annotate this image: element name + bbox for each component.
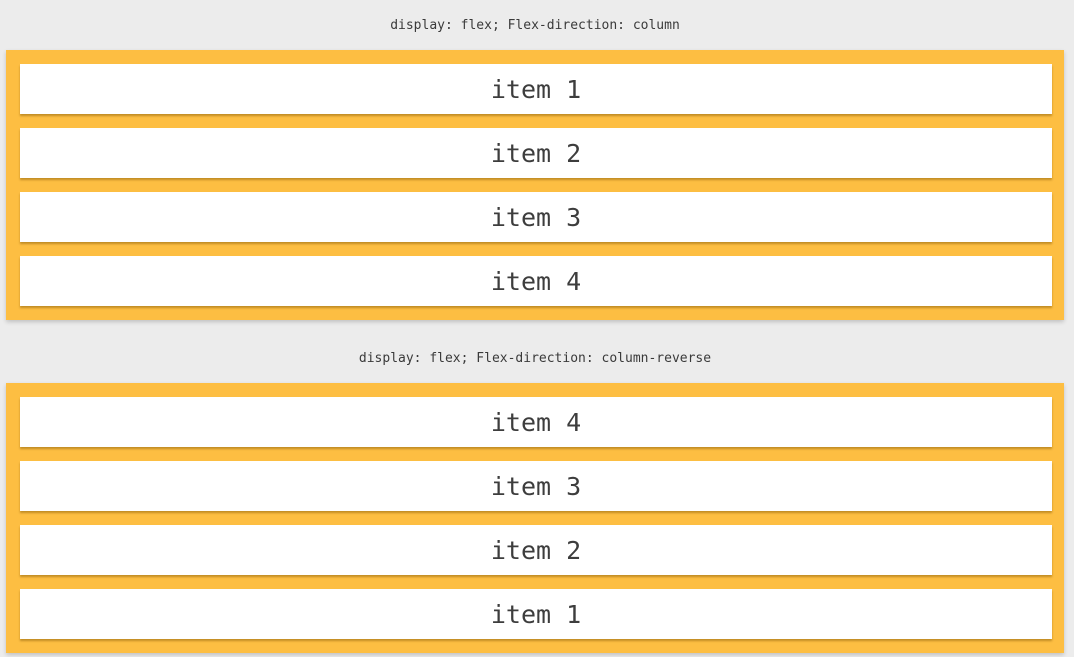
flex-column-demo: display: flex; Flex-direction: column it… — [6, 0, 1064, 320]
flex-item: item 1 — [20, 589, 1052, 639]
flex-item: item 4 — [20, 397, 1052, 447]
demo-caption: display: flex; Flex-direction: column — [390, 17, 680, 33]
flex-item: item 2 — [20, 525, 1052, 575]
flex-item: item 3 — [20, 461, 1052, 511]
flex-item: item 2 — [20, 128, 1052, 178]
flex-item: item 4 — [20, 256, 1052, 306]
demo-caption: display: flex; Flex-direction: column-re… — [358, 350, 712, 366]
flex-item: item 3 — [20, 192, 1052, 242]
flex-container: item 4 item 3 item 2 item 1 — [6, 383, 1064, 653]
flex-item: item 1 — [20, 64, 1052, 114]
flex-column-reverse-demo: display: flex; Flex-direction: column-re… — [6, 333, 1064, 653]
flex-container: item 1 item 2 item 3 item 4 — [6, 50, 1064, 320]
